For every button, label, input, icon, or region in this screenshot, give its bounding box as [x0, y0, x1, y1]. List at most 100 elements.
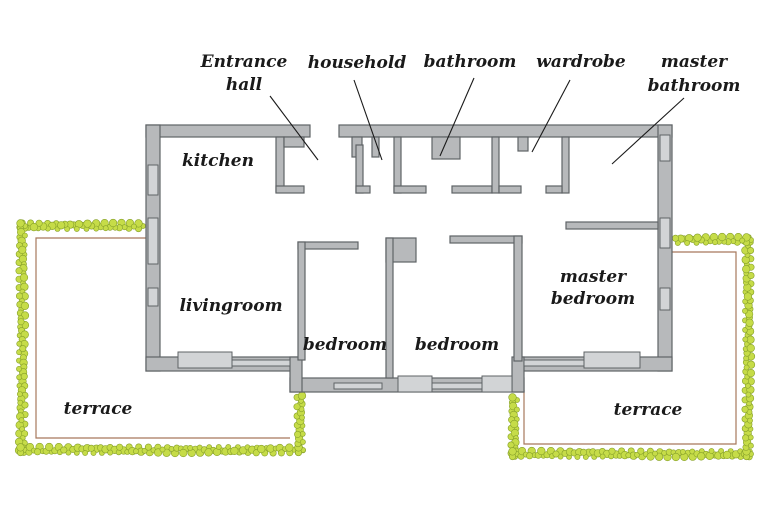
hedge-shrub — [680, 448, 686, 455]
hedge-shrub — [552, 450, 560, 458]
hedge-shrub — [294, 430, 302, 438]
hedge-shrub — [697, 452, 706, 461]
hedge-shrub — [257, 444, 266, 454]
label-bedroom-middle: bedroom — [415, 335, 499, 355]
hedge-shrub — [82, 450, 88, 456]
hedge-shrub — [16, 365, 22, 372]
hedge-shrub — [18, 245, 27, 254]
hedge-shrub — [743, 364, 750, 371]
hedge-shrub — [21, 401, 29, 409]
hedge-shrub — [742, 336, 749, 343]
hedge-shrub — [35, 219, 43, 227]
hedge-shrub — [15, 267, 23, 275]
room-labels: Entrance hall household bathroom wardrob… — [64, 52, 741, 420]
hedge-shrub — [60, 446, 68, 454]
hedge-shrub — [21, 232, 28, 239]
hedge-shrub — [747, 271, 755, 279]
hedge-shrub — [297, 391, 307, 400]
hedge-shrub — [743, 292, 753, 301]
label-bathroom: bathroom — [424, 52, 517, 72]
hedge-shrub — [739, 237, 746, 244]
hedge-shrub — [132, 448, 139, 455]
hedge-shrub — [277, 449, 285, 457]
interior-walls — [275, 136, 659, 379]
hedge-shrub — [187, 444, 194, 451]
hedge-shrub — [299, 414, 305, 421]
hedge-shrub — [18, 417, 25, 424]
hedge-shrub — [33, 448, 41, 456]
label-terrace-right: terrace — [614, 400, 683, 420]
label-master-bathroom-1: master — [661, 52, 728, 72]
hedge-shrub — [708, 448, 715, 454]
hedge-shrub — [579, 448, 587, 456]
hedge-shrub — [747, 247, 755, 255]
hedge-shrub — [693, 233, 702, 242]
hedge-shrub — [15, 292, 23, 300]
hedge-shrub — [293, 403, 301, 411]
label-bedroom-left: bedroom — [303, 335, 387, 355]
hedge-shrub — [159, 446, 166, 453]
hedge-shrub — [116, 443, 124, 451]
hedge-shrub — [299, 439, 306, 445]
hedge-shrub — [671, 234, 679, 242]
terrace-right-area — [523, 251, 737, 445]
hedge-shrub — [745, 318, 754, 327]
hedge-shrub — [285, 443, 294, 452]
hedge-shrub — [17, 318, 25, 326]
hedge-shrub — [514, 406, 520, 413]
label-kitchen: kitchen — [182, 151, 254, 171]
label-master-bedroom-2: bedroom — [551, 289, 635, 309]
hedge-shrub — [748, 442, 754, 449]
hedge-shrub — [722, 450, 732, 460]
hedge-shrub — [671, 452, 681, 462]
hedge-shrub — [107, 449, 114, 456]
hedge-shrub — [130, 223, 137, 230]
label-household: household — [308, 53, 407, 73]
hedge-shrub — [608, 447, 616, 455]
hedge-shrub — [742, 265, 751, 274]
hedge-shrub — [741, 405, 749, 413]
hedge-shrub — [637, 447, 645, 455]
hedge-shrub — [87, 444, 95, 452]
hedge-shrub — [574, 454, 581, 460]
hedge-shrub — [507, 441, 515, 449]
hedge-shrub — [108, 218, 118, 228]
hedge-shrub — [508, 393, 517, 402]
label-livingroom: livingroom — [179, 296, 282, 316]
hedge-shrub — [16, 391, 23, 397]
hedge-shrub — [746, 369, 756, 378]
hedge-shrub — [20, 301, 30, 311]
hedge-shrub — [508, 447, 517, 456]
hedge-shrub — [510, 419, 519, 429]
hedge-shrub — [83, 219, 92, 228]
hedge-shrub — [684, 240, 690, 246]
leader-lines — [269, 77, 685, 165]
hedge-shrub — [16, 219, 25, 228]
hedge-shrub — [134, 219, 143, 228]
windows — [147, 134, 671, 393]
hedge-shrub — [204, 448, 213, 457]
hedge-shrub — [19, 345, 27, 353]
hedge-shrub — [16, 443, 25, 452]
hedge-right — [507, 232, 756, 462]
hedge-shrub — [102, 225, 109, 232]
hedge-shrub — [73, 226, 80, 232]
hedge-shrub — [712, 239, 718, 246]
hedge-shrub — [745, 391, 752, 398]
label-entrance-hall-1: Entrance — [200, 52, 288, 72]
label-master-bedroom-1: master — [560, 267, 627, 287]
label-master-bathroom-2: bathroom — [648, 76, 741, 96]
hedge-left — [14, 218, 307, 458]
label-terrace-left: terrace — [64, 399, 133, 419]
hedge-shrub — [19, 273, 29, 282]
hedge-shrub — [215, 444, 222, 450]
hedge-shrub — [526, 452, 534, 460]
hedge-shrub — [652, 450, 658, 457]
hedge-shrub — [230, 446, 239, 456]
hedge-shrub — [29, 223, 39, 232]
hedge-shrub — [599, 453, 606, 460]
label-wardrobe: wardrobe — [536, 52, 626, 72]
hedge-shrub — [20, 372, 28, 380]
hedge-shrub — [537, 446, 546, 456]
